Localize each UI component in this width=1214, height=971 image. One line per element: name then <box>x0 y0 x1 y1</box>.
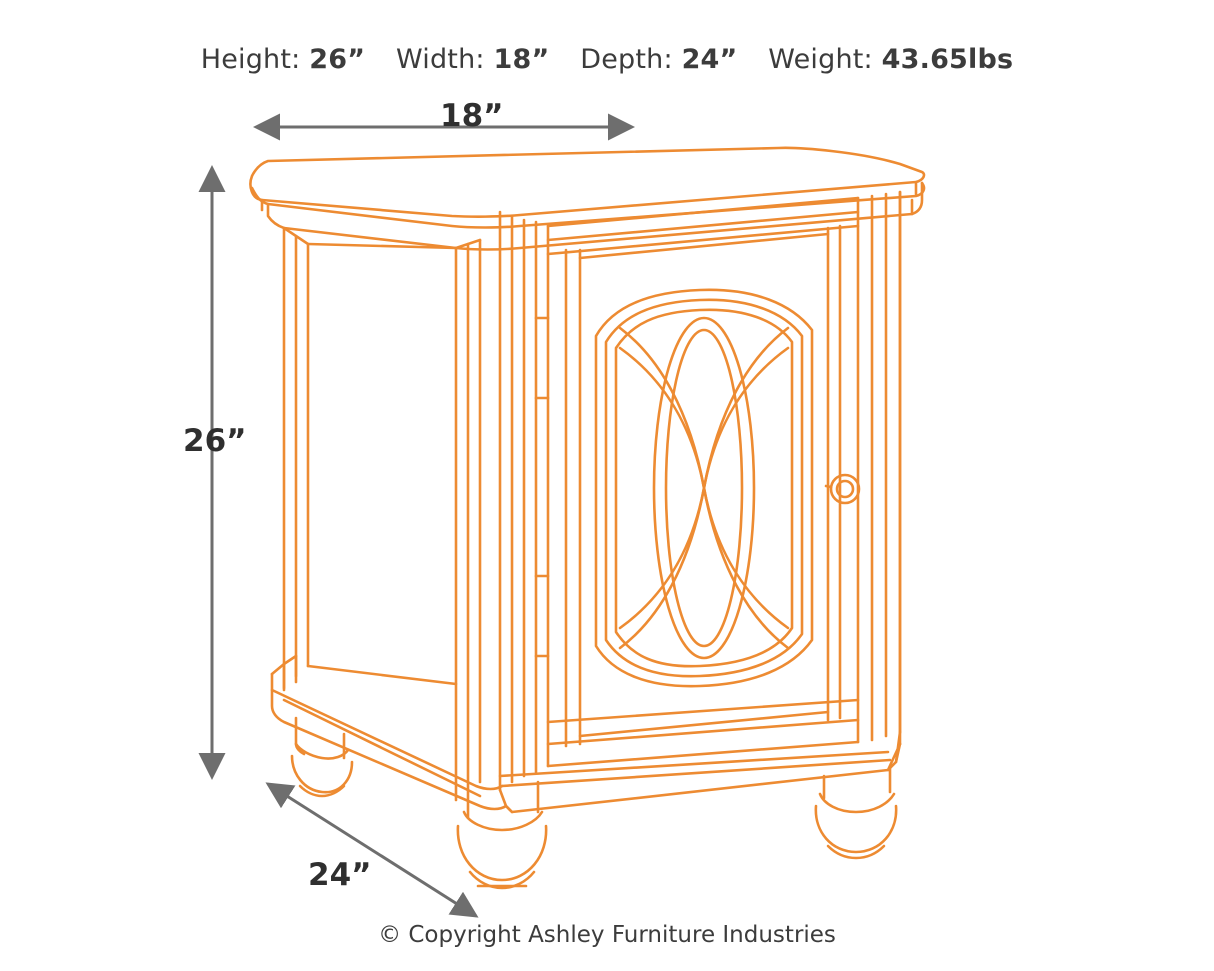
cabinet-right-edge <box>898 190 914 746</box>
spec-width: Width: 18” <box>396 44 549 75</box>
door-arch-panel <box>594 288 814 688</box>
foot-front <box>456 780 548 890</box>
spec-weight: Weight: 43.65lbs <box>768 44 1013 75</box>
spec-weight-value: 43.65lbs <box>881 44 1014 75</box>
side-top-moulding <box>282 226 482 250</box>
spec-depth-label: Depth: <box>580 44 673 75</box>
spec-width-label: Width: <box>395 44 485 75</box>
spec-width-value: 18” <box>493 44 550 75</box>
base-plinth <box>270 654 902 814</box>
cabinet-door <box>564 224 842 748</box>
depth-dimension-label: 24” <box>308 857 372 893</box>
spec-height: Height: 26” <box>201 44 365 75</box>
spec-height-label: Height: <box>200 44 301 75</box>
copyright-notice: © Copyright Ashley Furniture Industries <box>378 922 836 948</box>
specifications-row: Height: 26” Width: 18” Depth: 24” Weight… <box>0 44 1214 75</box>
spec-weight-label: Weight: <box>768 44 873 75</box>
door-hinge-detail <box>534 316 550 658</box>
foot-left-rear <box>290 716 354 798</box>
door-knob <box>824 473 861 505</box>
left-side-panel <box>282 226 482 802</box>
foot-right-front <box>814 766 898 860</box>
spec-depth: Depth: 24” <box>580 44 737 75</box>
depth-dimension-arrow <box>265 782 479 918</box>
table-top <box>249 146 926 251</box>
height-dimension-label: 26” <box>183 423 247 459</box>
spec-height-value: 26” <box>309 44 366 75</box>
width-dimension-label: 18” <box>440 98 504 134</box>
door-oval-ornament <box>618 316 790 660</box>
spec-depth-value: 24” <box>681 44 738 75</box>
